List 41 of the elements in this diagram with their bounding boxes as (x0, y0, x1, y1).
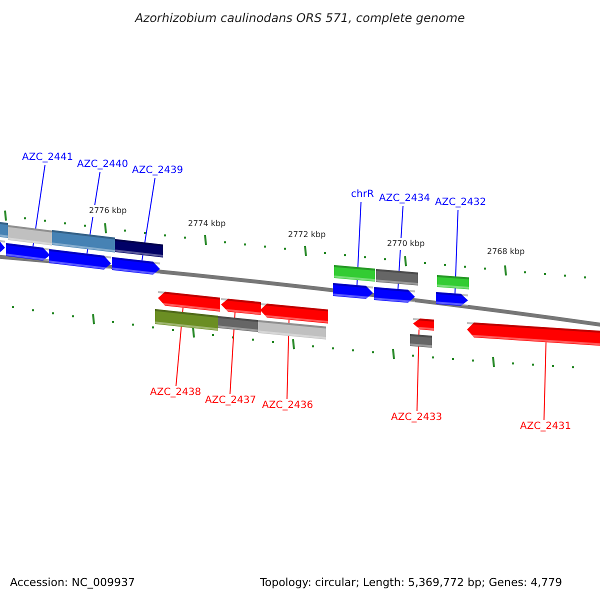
leader-line (544, 342, 546, 420)
gene-feature (221, 298, 261, 316)
tick-label: 2772 kbp (288, 229, 326, 241)
gene-label: AZC_2438 (150, 387, 202, 399)
gene-label: AZC_2440 (77, 159, 128, 171)
gene-label: AZC_2434 (379, 193, 430, 205)
feature-bar (258, 320, 326, 340)
gene-feature (158, 291, 220, 312)
gene-feature (413, 318, 434, 331)
title: Azorhizobium caulinodans ORS 571, complete genome (134, 11, 466, 25)
feature-bar (52, 230, 115, 253)
gene-label: AZC_2431 (520, 421, 572, 433)
gene-feature (333, 283, 373, 300)
gene-label: AZC_2437 (205, 395, 256, 407)
feature-bar (115, 239, 163, 258)
gene-feature (467, 322, 600, 346)
tick-label: 2774 kbp (188, 218, 226, 230)
gene-label: AZC_2433 (391, 412, 442, 424)
gene-label: AZC_2436 (262, 400, 314, 412)
feature-bar (376, 269, 418, 286)
gene-feature (49, 249, 111, 270)
feature-bar (0, 222, 8, 238)
gene-label: AZC_2441 (22, 152, 74, 164)
feature-bar (8, 225, 52, 246)
gene-label: chrR (351, 189, 374, 201)
gene-label: AZC_2432 (435, 197, 486, 209)
accession-text: Accession: NC_009937 (10, 576, 136, 590)
feature-bar (218, 316, 258, 332)
tick-label: 2768 kbp (487, 246, 525, 258)
genome-info-text: Topology: circular; Length: 5,369,772 bp; Genes: 4,779 (260, 576, 562, 590)
leader-line (416, 328, 420, 412)
tick-label: 2770 kbp (387, 238, 425, 250)
gene-label: AZC_2439 (132, 165, 184, 177)
gene-feature (436, 292, 468, 306)
tick-label: 2776 kbp (89, 205, 127, 217)
feature-bar (410, 334, 432, 348)
gene-feature (374, 287, 415, 304)
feature-bar (437, 275, 469, 290)
gene-feature (112, 257, 160, 276)
feature-bar (155, 309, 218, 331)
feature-bar (334, 265, 375, 282)
